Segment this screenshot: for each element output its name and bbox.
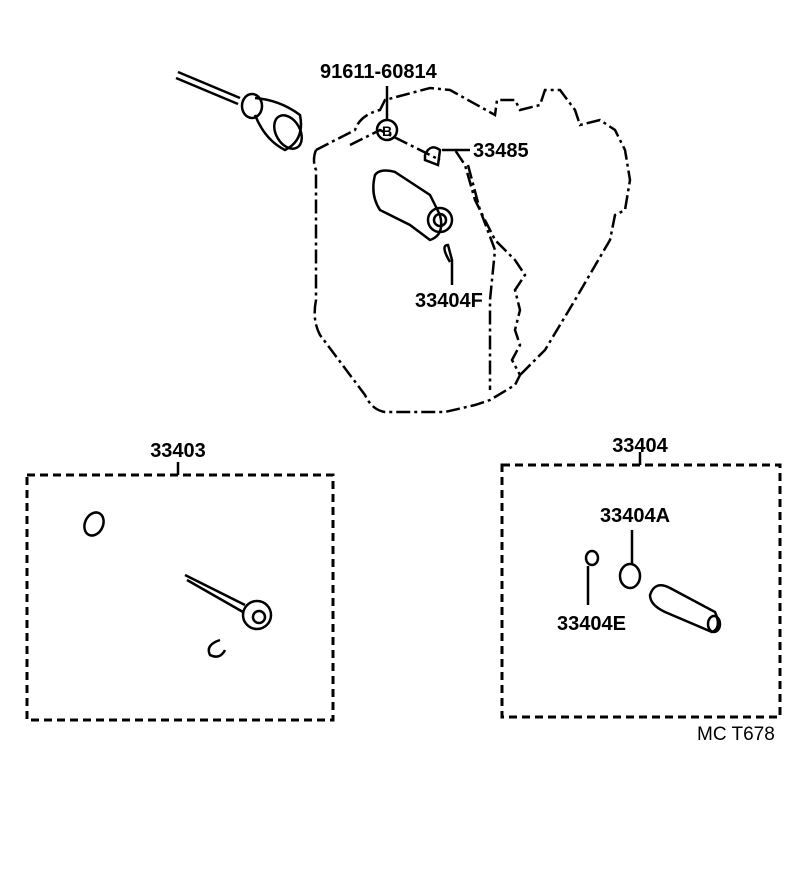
- o-ring-icon-right: [618, 562, 642, 590]
- label-bolt: 91611-60814: [320, 61, 438, 83]
- figure-code: MC T678: [697, 724, 775, 745]
- label-seal: 33404E: [557, 613, 626, 635]
- label-kit-right: 33404: [612, 435, 668, 457]
- clip-f-icon: [443, 243, 454, 285]
- kit-33404: 33404 33404A 33404E: [500, 435, 782, 719]
- driven-gear: [372, 169, 454, 242]
- sleeve-icon: [648, 583, 720, 634]
- o-ring-icon: [83, 511, 105, 537]
- seal-icon: [584, 549, 600, 567]
- label-clip-f: 33404F: [415, 290, 483, 312]
- label-clip: 33485: [473, 140, 529, 162]
- bolt-marker: B: [382, 123, 392, 139]
- transmission-case: [312, 86, 632, 414]
- label-oring: 33404A: [600, 505, 670, 527]
- speedometer-cable: [175, 70, 303, 152]
- clip-icon-left: [207, 638, 227, 658]
- kit-33403: 33403: [25, 440, 335, 722]
- gear-icon: [241, 599, 273, 631]
- clip-icon: [423, 146, 442, 167]
- label-kit-left: 33403: [150, 440, 206, 462]
